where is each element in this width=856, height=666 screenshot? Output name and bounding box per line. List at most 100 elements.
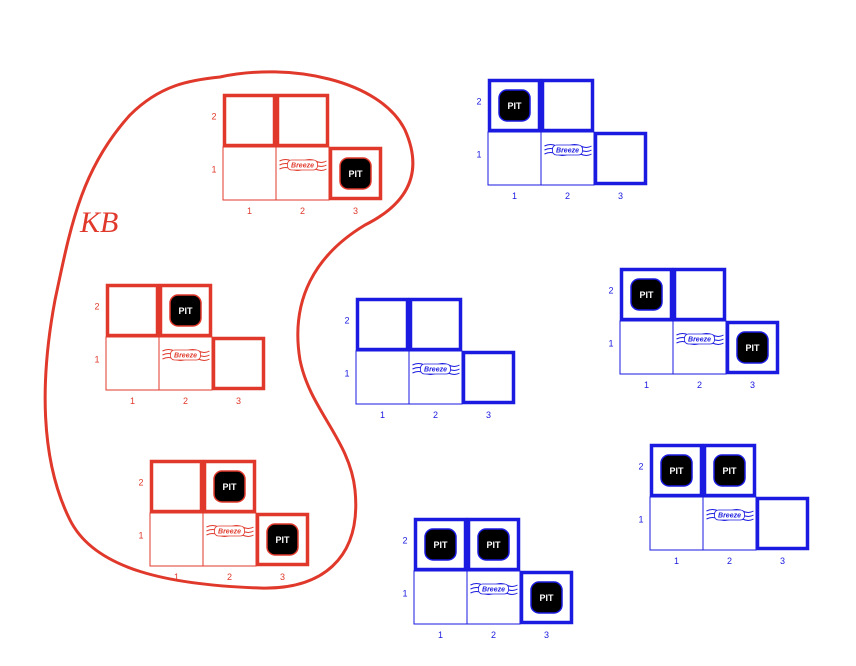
known-cell (466, 570, 521, 625)
known-cell (413, 570, 468, 625)
known-cell (202, 512, 257, 567)
column-label: 1 (674, 556, 679, 566)
known-cell (487, 131, 542, 186)
unknown-cell (413, 517, 468, 572)
breeze-label: Breeze (688, 337, 711, 344)
unknown-cell (649, 443, 704, 498)
breeze-label: Breeze (174, 353, 197, 360)
column-label: 1 (438, 630, 443, 640)
breeze-marker: Breeze (206, 525, 254, 537)
unknown-cell (593, 131, 648, 186)
pit-label: PIT (178, 306, 193, 316)
unknown-cell (355, 297, 410, 352)
unknown-cell (149, 459, 204, 514)
known-cell (355, 350, 410, 405)
row-label: 1 (608, 339, 613, 349)
pit-label: PIT (507, 101, 522, 111)
breeze-marker: Breeze (279, 159, 327, 171)
known-cell (275, 146, 330, 201)
pit-label: PIT (669, 466, 684, 476)
pit-label: PIT (539, 593, 554, 603)
row-label: 2 (94, 302, 99, 312)
known-cell (619, 320, 674, 375)
unknown-cell (211, 336, 266, 391)
column-label: 3 (750, 380, 755, 390)
pit-marker: PIT (339, 157, 372, 190)
row-label: 2 (476, 97, 481, 107)
pit-marker: PIT (213, 470, 246, 503)
world-grid: Breeze 1 2 3 2 1 (344, 297, 516, 420)
column-label: 1 (130, 396, 135, 406)
row-label: 1 (638, 515, 643, 525)
known-cell (540, 131, 595, 186)
column-label: 2 (491, 630, 496, 640)
unknown-cell (328, 146, 383, 201)
breeze-label: Breeze (556, 148, 579, 155)
column-label: 2 (727, 556, 732, 566)
breeze-label: Breeze (718, 513, 741, 520)
known-cell (105, 336, 160, 391)
pit-marker: PIT (630, 278, 663, 311)
breeze-label: Breeze (482, 587, 505, 594)
row-label: 1 (211, 165, 216, 175)
pit-marker: PIT (424, 528, 457, 561)
column-label: 3 (780, 556, 785, 566)
row-label: 1 (94, 355, 99, 365)
unknown-cell (519, 570, 574, 625)
column-label: 3 (236, 396, 241, 406)
row-label: 1 (138, 531, 143, 541)
breeze-label: Breeze (424, 367, 447, 374)
pit-marker: PIT (169, 294, 202, 327)
pit-label: PIT (745, 343, 760, 353)
pit-marker: PIT (736, 331, 769, 364)
unknown-cell (619, 267, 674, 322)
breeze-label: Breeze (218, 529, 241, 536)
column-label: 1 (644, 380, 649, 390)
known-cell (222, 146, 277, 201)
column-label: 2 (433, 410, 438, 420)
column-label: 1 (380, 410, 385, 420)
unknown-cell (466, 517, 521, 572)
column-label: 3 (618, 191, 623, 201)
unknown-cell (222, 93, 277, 148)
known-cell (702, 496, 757, 551)
pit-label: PIT (639, 290, 654, 300)
row-label: 1 (402, 589, 407, 599)
unknown-cell (105, 283, 160, 338)
pit-label: PIT (722, 466, 737, 476)
pit-label: PIT (348, 169, 363, 179)
row-label: 1 (476, 150, 481, 160)
unknown-cell (275, 93, 330, 148)
pit-label: PIT (275, 535, 290, 545)
breeze-marker: Breeze (706, 509, 754, 521)
column-label: 3 (544, 630, 549, 640)
column-label: 2 (300, 206, 305, 216)
row-label: 1 (344, 369, 349, 379)
breeze-marker: Breeze (470, 583, 518, 595)
column-label: 1 (174, 572, 179, 582)
unknown-cell (725, 320, 780, 375)
row-label: 2 (138, 478, 143, 488)
pit-marker: PIT (477, 528, 510, 561)
unknown-cell (702, 443, 757, 498)
row-label: 2 (344, 316, 349, 326)
column-label: 3 (486, 410, 491, 420)
pit-marker: PIT (660, 454, 693, 487)
pit-marker: PIT (498, 89, 531, 122)
unknown-cell (755, 496, 810, 551)
unknown-cell (672, 267, 727, 322)
known-cell (149, 512, 204, 567)
pit-label: PIT (433, 540, 448, 550)
known-cell (649, 496, 704, 551)
unknown-cell (540, 78, 595, 133)
breeze-label: Breeze (291, 163, 314, 170)
known-cell (408, 350, 463, 405)
known-cell (672, 320, 727, 375)
